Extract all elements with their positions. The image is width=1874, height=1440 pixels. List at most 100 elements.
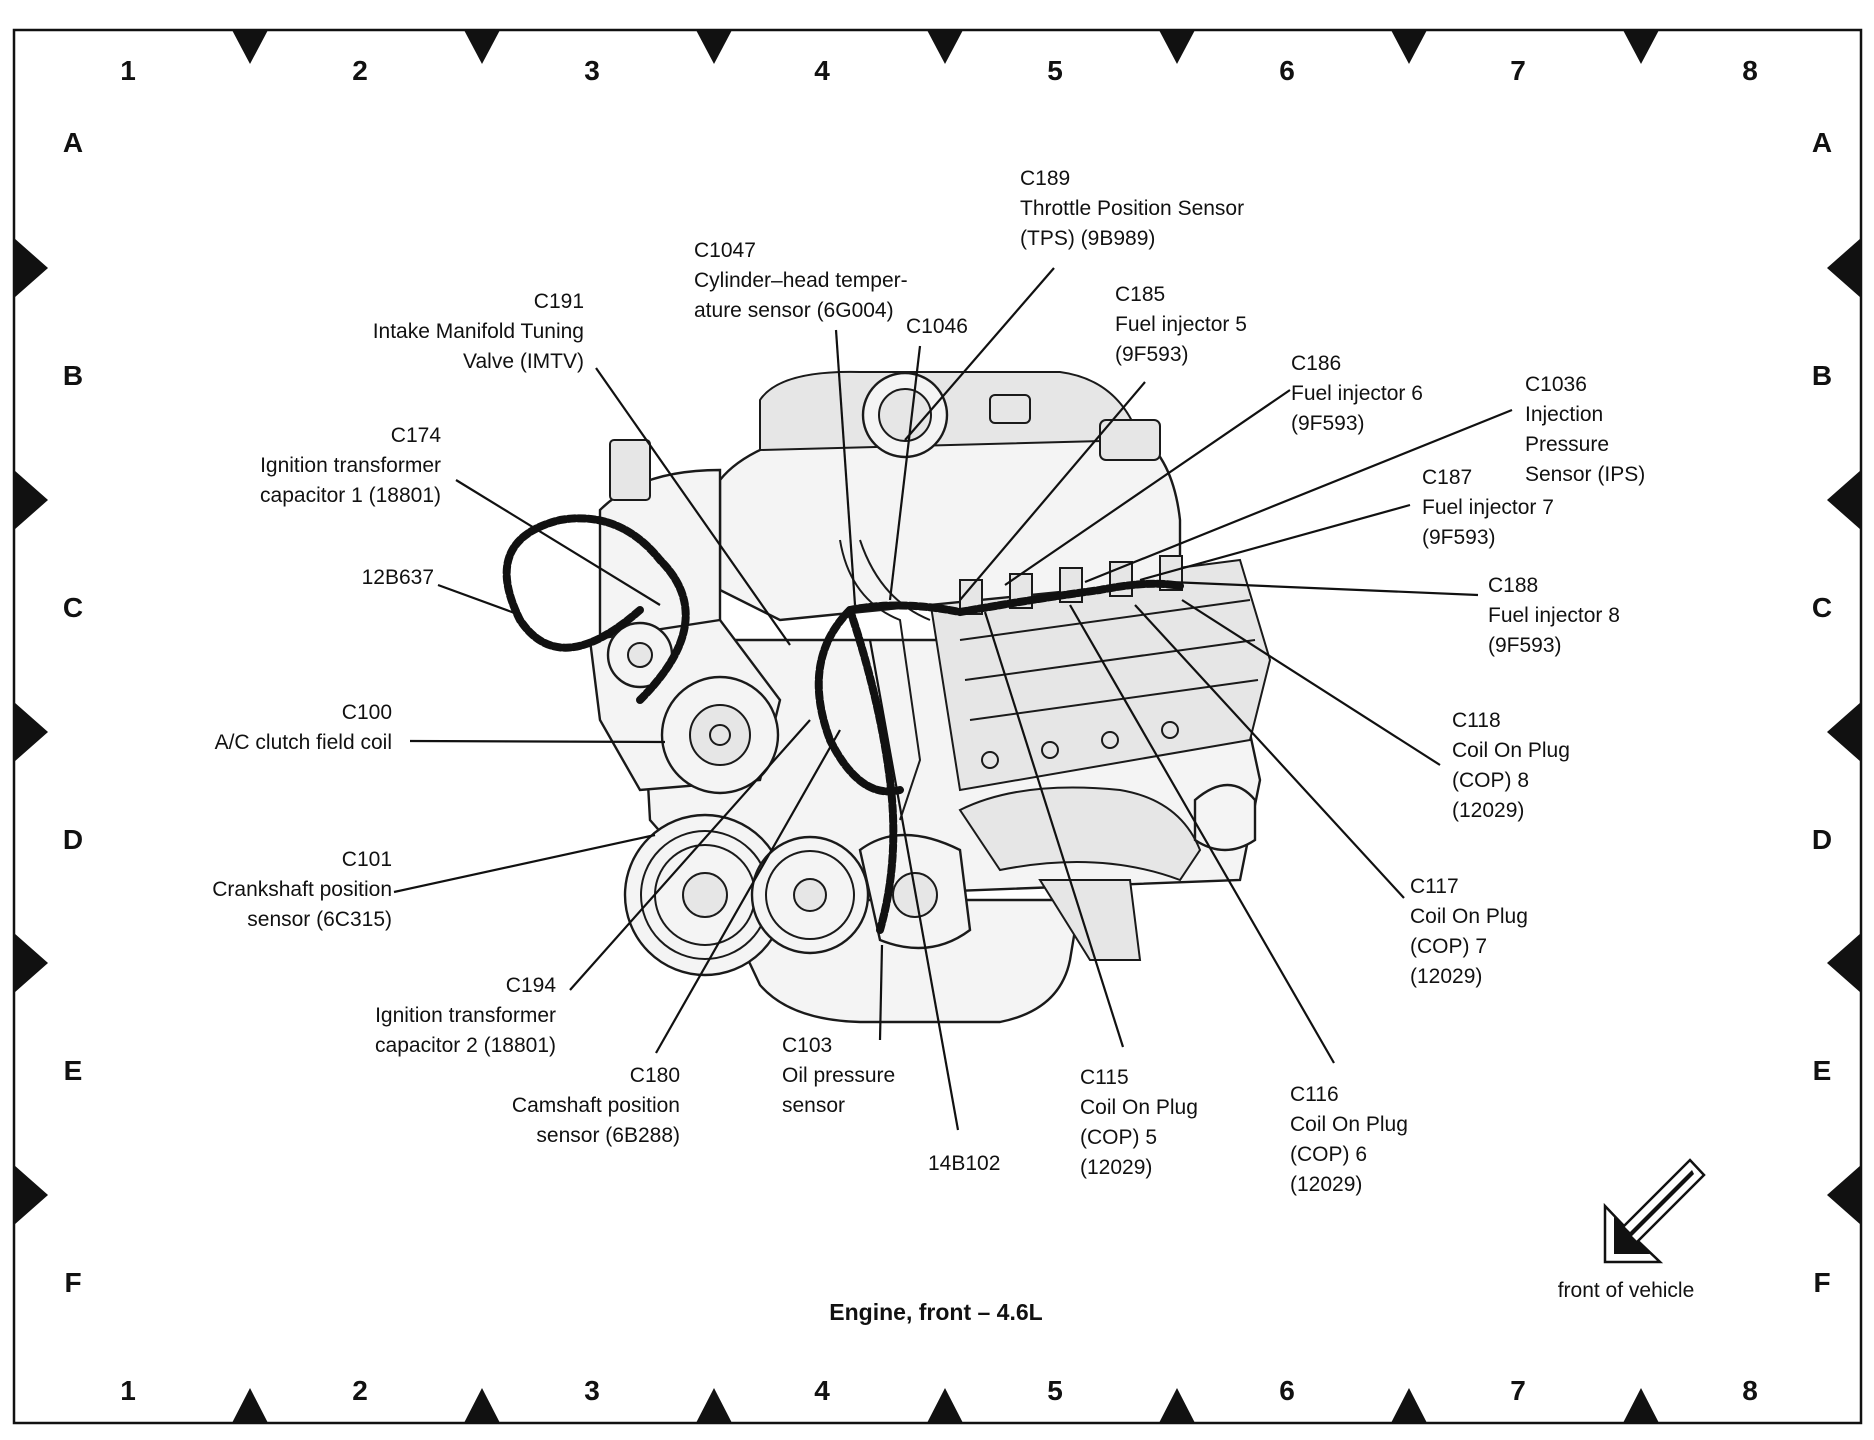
column-label-2: 2	[352, 1375, 368, 1406]
column-label-5: 5	[1047, 1375, 1063, 1406]
connector-description: (9F593)	[1291, 412, 1365, 435]
connector-description: capacitor 2 (18801)	[375, 1034, 556, 1057]
engine-illustration	[502, 370, 1272, 1024]
connector-id: C180	[630, 1064, 680, 1087]
row-label-D: D	[63, 824, 83, 855]
connector-description: (12029)	[1452, 799, 1524, 822]
column-label-2: 2	[352, 55, 368, 86]
column-label-6: 6	[1279, 1375, 1295, 1406]
connector-id: C185	[1115, 283, 1165, 306]
connector-description: (12029)	[1080, 1156, 1152, 1179]
connector-description: Cylinder–head temper-	[694, 269, 908, 292]
connector-id: C189	[1020, 167, 1070, 190]
column-label-4: 4	[814, 55, 830, 86]
row-label-C: C	[63, 592, 83, 623]
connector-description: (COP) 7	[1410, 935, 1487, 958]
connector-description: (9F593)	[1115, 343, 1189, 366]
row-label-D: D	[1812, 824, 1832, 855]
front-of-vehicle-label: front of vehicle	[1558, 1279, 1695, 1302]
connector-description: sensor	[782, 1094, 845, 1117]
connector-description: (COP) 5	[1080, 1126, 1157, 1149]
connector-id: C174	[391, 424, 442, 447]
row-label-B: B	[1812, 360, 1832, 391]
column-label-7: 7	[1510, 55, 1526, 86]
connector-description: Coil On Plug	[1452, 739, 1570, 762]
row-label-A: A	[1812, 127, 1832, 158]
connector-id: 12B637	[362, 566, 434, 589]
row-label-F: F	[1813, 1267, 1830, 1298]
column-label-5: 5	[1047, 55, 1063, 86]
connector-description: Sensor (IPS)	[1525, 463, 1645, 486]
connector-description: Crankshaft position	[212, 878, 392, 901]
connector-description: Injection	[1525, 403, 1603, 426]
connector-description: Ignition transformer	[260, 454, 441, 477]
connector-description: (12029)	[1410, 965, 1482, 988]
row-label-C: C	[1812, 592, 1832, 623]
connector-description: Coil On Plug	[1290, 1113, 1408, 1136]
leader-lines	[393, 267, 1513, 1131]
connector-description: Fuel injector 7	[1422, 496, 1554, 519]
connector-description: (TPS) (9B989)	[1020, 227, 1155, 250]
bottom-grid-markers	[232, 1388, 1659, 1423]
connector-description: (COP) 8	[1452, 769, 1529, 792]
column-label-8: 8	[1742, 1375, 1758, 1406]
connector-description: capacitor 1 (18801)	[260, 484, 441, 507]
connector-id: C116	[1290, 1083, 1339, 1106]
connector-description: Oil pressure	[782, 1064, 895, 1087]
right-grid-markers	[1827, 238, 1861, 1225]
connector-id: C194	[506, 974, 557, 997]
callout-c1046: C1046	[906, 315, 968, 338]
left-grid-markers	[14, 238, 48, 1225]
connector-description: Pressure	[1525, 433, 1609, 456]
connector-description: Camshaft position	[512, 1094, 680, 1117]
callout-w12b637: 12B637	[362, 566, 434, 589]
connector-id: C118	[1452, 709, 1501, 732]
column-label-1: 1	[120, 1375, 136, 1406]
connector-description: Intake Manifold Tuning	[373, 320, 584, 343]
top-grid-markers	[232, 30, 1659, 64]
column-label-3: 3	[584, 1375, 600, 1406]
connector-description: (COP) 6	[1290, 1143, 1367, 1166]
column-label-1: 1	[120, 55, 136, 86]
column-label-8: 8	[1742, 55, 1758, 86]
connector-description: Valve (IMTV)	[463, 350, 584, 373]
front-of-vehicle-arrow-icon	[1603, 1158, 1706, 1264]
connector-description: Ignition transformer	[375, 1004, 556, 1027]
column-label-7: 7	[1510, 1375, 1526, 1406]
connector-id: C187	[1422, 466, 1472, 489]
connector-id: C1036	[1525, 373, 1587, 396]
connector-description: Coil On Plug	[1080, 1096, 1198, 1119]
connector-description: sensor (6C315)	[247, 908, 392, 931]
connector-id: C1047	[694, 239, 756, 262]
connector-id: C1046	[906, 315, 968, 338]
connector-id: 14B102	[928, 1152, 1000, 1175]
connector-description: sensor (6B288)	[536, 1124, 680, 1147]
connector-description: Coil On Plug	[1410, 905, 1528, 928]
connector-description: (9F593)	[1422, 526, 1496, 549]
row-label-F: F	[64, 1267, 81, 1298]
connector-id: C100	[342, 701, 392, 724]
connector-description: (9F593)	[1488, 634, 1562, 657]
connector-id: C191	[534, 290, 584, 313]
column-label-6: 6	[1279, 55, 1295, 86]
connector-description: Throttle Position Sensor	[1020, 197, 1244, 220]
connector-id: C188	[1488, 574, 1538, 597]
